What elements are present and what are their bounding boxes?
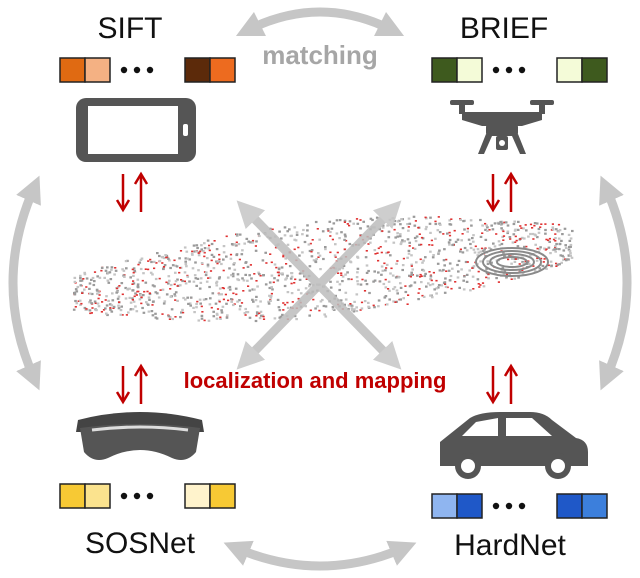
sift-label: SIFT xyxy=(97,12,163,45)
descriptor-cell xyxy=(184,57,211,83)
matching-label: matching xyxy=(262,40,378,70)
descriptor-brief xyxy=(431,57,608,83)
hardnet-label: HardNet xyxy=(454,529,566,562)
ellipsis-dot xyxy=(492,66,500,74)
ellipsis-dot xyxy=(120,492,128,500)
car-icon xyxy=(440,412,588,479)
descriptor-cell xyxy=(456,57,483,83)
descriptor-cell xyxy=(556,493,583,519)
ellipsis-dot xyxy=(133,66,141,74)
descriptor-cell xyxy=(84,57,111,83)
localization-mapping-label: localization and mapping xyxy=(183,368,447,393)
outer-matching-arrows xyxy=(8,7,632,571)
descriptor-cell xyxy=(581,57,608,83)
sosnet-label: SOSNet xyxy=(84,527,196,560)
sosnet-arrows xyxy=(115,363,149,405)
left-arc-arrow xyxy=(8,175,41,391)
ellipsis-dot xyxy=(120,66,128,74)
ellipsis-dot xyxy=(146,492,154,500)
descriptor-cell xyxy=(556,57,583,83)
sift-arrows xyxy=(115,171,149,213)
ellipsis-dot xyxy=(505,66,513,74)
ellipsis-dot xyxy=(518,502,526,510)
top-arc-arrow xyxy=(235,7,405,37)
ellipsis-dot xyxy=(133,492,141,500)
descriptor-cell xyxy=(431,493,458,519)
phone-icon xyxy=(76,98,196,162)
bottom-arc-arrow xyxy=(223,540,417,571)
ellipsis-dot xyxy=(518,66,526,74)
diagonal-arrow-tr-bl xyxy=(236,200,402,370)
descriptor-cell xyxy=(431,57,458,83)
red-arrows xyxy=(115,171,519,405)
brief-arrows xyxy=(485,171,519,213)
descriptor-hardnet xyxy=(431,493,608,519)
descriptor-cell xyxy=(184,483,211,509)
ellipsis-dot xyxy=(146,66,154,74)
hardnet-arrows xyxy=(485,363,519,405)
descriptor-cell xyxy=(84,483,111,509)
descriptor-sift xyxy=(59,57,236,83)
drone-icon xyxy=(450,100,554,154)
brief-label: BRIEF xyxy=(459,12,549,45)
descriptor-cell xyxy=(581,493,608,519)
ellipsis-dot xyxy=(505,502,513,510)
descriptor-cell xyxy=(59,57,86,83)
ellipsis-dot xyxy=(492,502,500,510)
descriptor-cell xyxy=(209,483,236,509)
vr-headset-icon xyxy=(76,412,204,460)
point-cloud-map xyxy=(72,215,574,323)
right-arc-arrow xyxy=(599,175,632,391)
diagonal-matching-arrows xyxy=(236,200,402,370)
descriptor-cell xyxy=(456,493,483,519)
descriptor-cell xyxy=(59,483,86,509)
descriptor-sosnet xyxy=(59,483,236,509)
descriptor-cell xyxy=(209,57,236,83)
